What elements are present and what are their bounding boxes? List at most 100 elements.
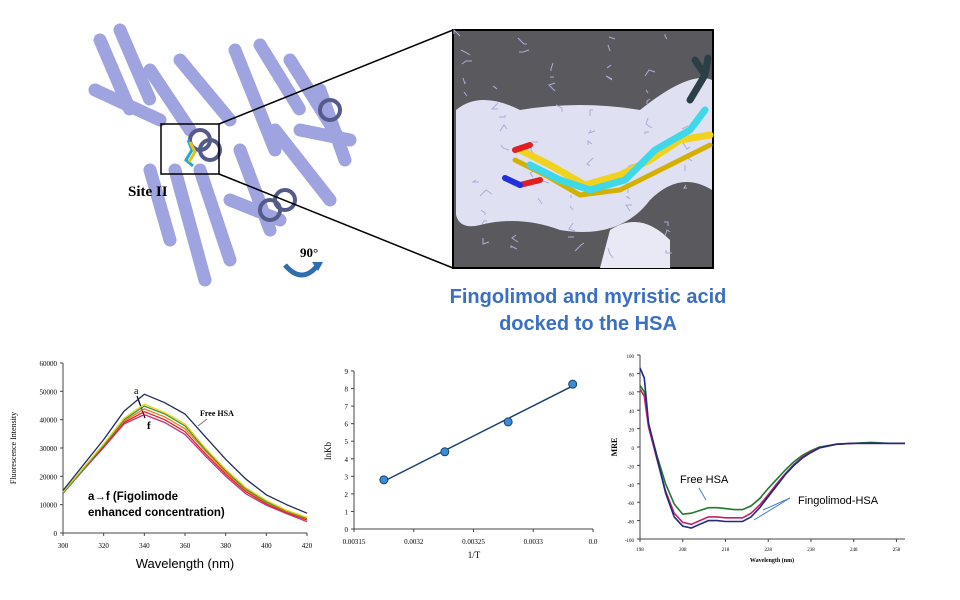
- y-tick-label: 100: [627, 355, 635, 360]
- series-line: [639, 367, 905, 529]
- data-point: [568, 379, 578, 389]
- protein-helix: [253, 38, 307, 117]
- docking-caption-line2: docked to the HSA: [499, 313, 677, 335]
- y-tick-label: -100: [625, 539, 635, 544]
- protein-stick: [460, 49, 471, 56]
- x-tick-label: 208: [679, 548, 687, 553]
- protein-helix: [228, 43, 282, 157]
- protein-helix: [193, 163, 237, 267]
- protein-stick: [645, 89, 649, 94]
- x-tick-label: 0.00325: [462, 538, 485, 546]
- protein-stick: [490, 102, 499, 110]
- c1-legend-line1: a→f (Figolimode: [88, 491, 178, 503]
- protein-stick: [683, 184, 687, 189]
- c3-ylabel: MRE: [610, 438, 619, 457]
- protein-helix: [173, 53, 237, 127]
- y-tick-label: 3: [345, 473, 349, 481]
- protein-stick: [605, 75, 613, 81]
- x-tick-label: 420: [302, 542, 313, 550]
- c1-annot-f: f: [147, 420, 151, 432]
- c2-ylabel: lnKb: [323, 442, 333, 461]
- y-tick-label: -80: [627, 521, 634, 526]
- x-tick-label: 258: [893, 548, 901, 553]
- zoom-line-bottom: [218, 173, 454, 269]
- protein-stick: [664, 34, 668, 40]
- y-tick-label: 20: [629, 429, 635, 434]
- x-tick-label: 218: [722, 548, 730, 553]
- y-tick-label: 60000: [40, 360, 58, 368]
- y-tick-label: 80: [629, 373, 635, 378]
- y-tick-label: 40000: [40, 417, 58, 425]
- protein-stick: [644, 69, 656, 77]
- y-tick-label: 10000: [40, 502, 58, 510]
- protein-helix: [143, 163, 177, 247]
- y-tick-label: 20000: [40, 473, 58, 481]
- protein-stick: [625, 196, 631, 200]
- x-tick-label: 0.00315: [343, 538, 366, 546]
- protein-helix-end: [318, 98, 342, 122]
- protein-stick: [644, 131, 649, 134]
- protein-stick: [548, 82, 556, 92]
- y-tick-label: 6: [345, 421, 349, 429]
- protein-stick: [587, 129, 596, 134]
- y-tick-label: 5: [345, 438, 349, 446]
- protein-stick: [492, 85, 498, 90]
- site-ii-box: [160, 123, 220, 175]
- protein-stick: [665, 250, 672, 254]
- protein-stick: [471, 179, 479, 183]
- protein-stick: [607, 44, 611, 52]
- protein-helix: [223, 193, 287, 227]
- c3-complex-arrow-1: [762, 497, 791, 511]
- c2-xlabel: 1/T: [468, 550, 481, 560]
- site-ii-label: Site II: [128, 184, 168, 200]
- data-point: [503, 417, 513, 427]
- protein-stick: [608, 36, 616, 40]
- y-tick-label: -20: [627, 465, 634, 470]
- protein-stick: [681, 125, 689, 130]
- protein-stick: [519, 49, 530, 53]
- x-tick-label: 340: [139, 542, 150, 550]
- c1-annot-free: Free HSA: [200, 409, 234, 418]
- x-tick-label: 0.0: [589, 538, 598, 546]
- protein-stick: [646, 98, 651, 104]
- protein-helix: [88, 83, 167, 127]
- data-point: [379, 475, 389, 485]
- protein-stick: [511, 234, 519, 243]
- y-tick-label: 9: [345, 368, 349, 376]
- protein-helix: [293, 123, 357, 147]
- protein-stick: [589, 109, 593, 116]
- y-tick-label: 0: [345, 526, 349, 534]
- protein-helix: [268, 123, 337, 207]
- protein-helix: [143, 63, 197, 137]
- y-tick-label: 50000: [40, 388, 58, 396]
- c3-annot-free: Free HSA: [680, 474, 729, 486]
- protein-helix: [113, 23, 157, 107]
- y-tick-label: 0: [54, 530, 58, 538]
- y-tick-label: 0: [632, 447, 635, 452]
- c3-free-arrow: [698, 487, 707, 501]
- hsa-protein-structure: [88, 23, 357, 287]
- protein-stick: [462, 77, 466, 85]
- y-tick-label: 7: [345, 403, 349, 411]
- x-tick-label: 360: [180, 542, 191, 550]
- fit-line: [383, 385, 574, 482]
- protein-stick: [568, 222, 576, 232]
- docking-caption-line1: Fingolimod and myristic acid: [450, 286, 727, 308]
- protein-stick: [510, 245, 518, 250]
- c3-xlabel: Wavelength (nm): [750, 557, 794, 564]
- x-tick-label: 380: [220, 542, 231, 550]
- y-tick-label: 60: [629, 392, 635, 397]
- protein-stick: [499, 115, 506, 118]
- protein-stick: [664, 229, 671, 237]
- y-tick-label: 2: [345, 491, 349, 499]
- protein-stick: [537, 197, 543, 205]
- series-line-f: [62, 413, 308, 523]
- protein-stick: [664, 221, 669, 226]
- protein-stick: [645, 117, 653, 129]
- protein-stick: [517, 37, 527, 45]
- y-tick-label: 8: [345, 386, 349, 394]
- protein-stick: [482, 238, 490, 245]
- x-tick-label: 0.0032: [404, 538, 424, 546]
- fluorescence-chart: Fluorescence Intensity Wavelength (nm) a…: [9, 360, 313, 571]
